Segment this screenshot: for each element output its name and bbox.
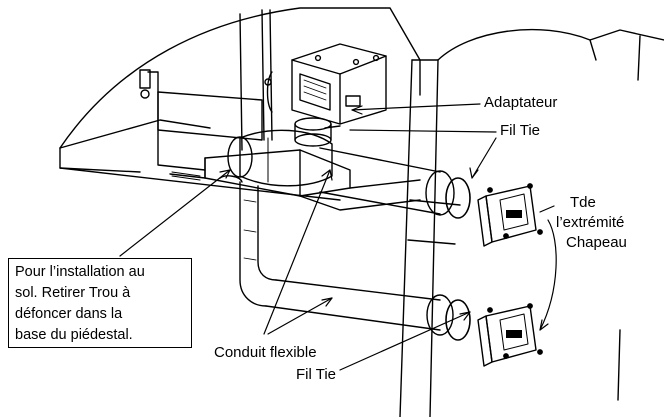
label-adapter: Adaptateur	[484, 94, 558, 111]
callout-line-2: sol. Retirer Trou à	[15, 285, 131, 301]
label-end-cap-2: l’extrémité	[556, 214, 625, 231]
heater-box	[139, 69, 263, 171]
callout-line-4: base du piédestal.	[15, 327, 133, 343]
label-end-cap-3: Chapeau	[566, 234, 627, 251]
tee-fitting	[227, 129, 333, 187]
label-end-cap-1: Tde	[570, 194, 596, 211]
leader-lines	[119, 103, 557, 371]
flex-conduit	[239, 181, 471, 341]
callout-line-1: Pour l’installation au	[15, 264, 145, 280]
callout-line-3: défoncer dans la	[15, 306, 123, 322]
label-fil-tie-bottom: Fil Tie	[296, 366, 337, 383]
pedestal-base	[169, 149, 421, 211]
control-box	[264, 43, 387, 125]
floor-install-callout: Pour l’installation au sol. Retirer Trou…	[8, 258, 192, 348]
back-structure	[59, 7, 421, 201]
right-wall-panel	[399, 28, 664, 417]
lower-end-cap	[477, 303, 543, 367]
upper-end-cap	[477, 183, 543, 247]
label-fil-tie-top: Fil Tie	[500, 122, 541, 139]
upper-pipe	[319, 147, 471, 219]
label-flex-conduit: Conduit flexible	[214, 344, 317, 361]
